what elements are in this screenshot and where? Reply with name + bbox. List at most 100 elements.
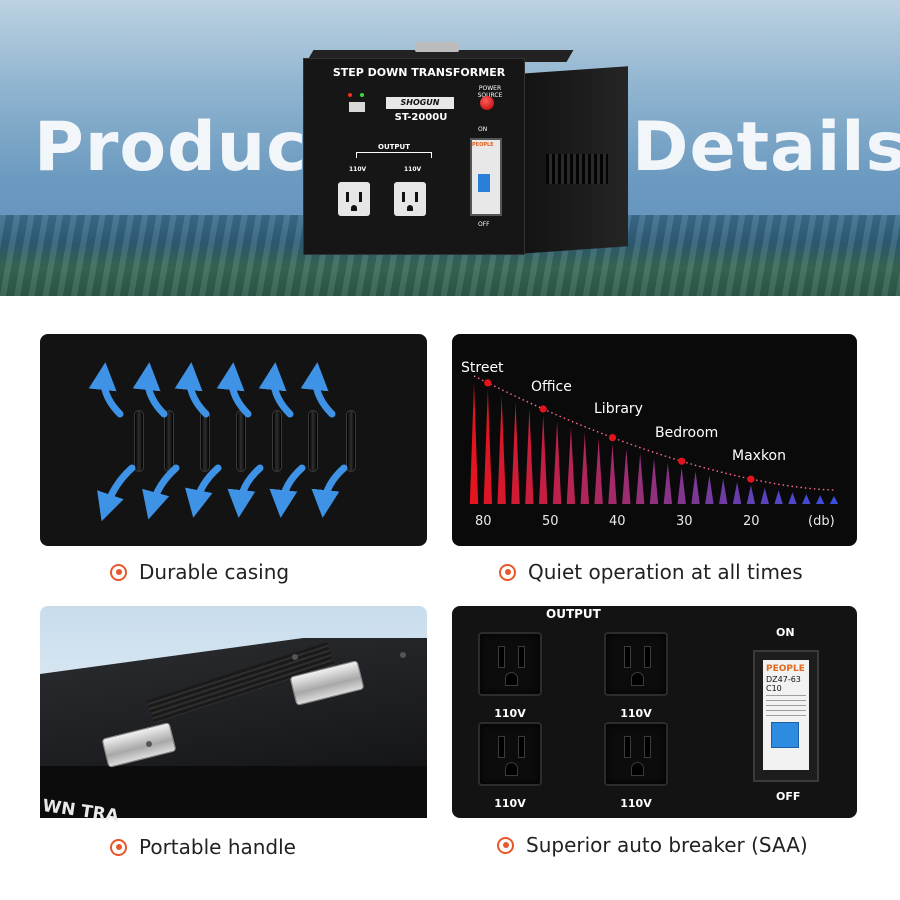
noise-bar	[483, 388, 493, 504]
annotation-marker	[747, 475, 755, 483]
noise-bar	[525, 408, 534, 504]
x-tick-label: 80	[475, 514, 492, 529]
output-label: OUTPUT	[378, 143, 410, 151]
x-tick-label: 50	[542, 514, 559, 529]
chart-annotation-bedroom: Bedroom	[655, 425, 719, 441]
status-led-icon	[360, 93, 364, 97]
chart-annotation-street: Street	[461, 360, 504, 376]
chart-annotation-library: Library	[594, 401, 643, 417]
outlet-voltage-label: 110V	[349, 166, 367, 173]
outlet-voltage-label: 110V	[494, 797, 526, 810]
noise-bar	[566, 426, 576, 504]
noise-bar	[580, 432, 589, 504]
annotation-marker	[678, 457, 686, 465]
airflow-up-arrow-icon	[216, 362, 252, 418]
airflow-down-arrow-icon	[97, 464, 136, 522]
noise-bar	[497, 395, 506, 504]
hero-banner: Product Details STEP DOWN TRANSFORMER SH…	[0, 0, 900, 296]
annotation-marker	[484, 379, 492, 387]
annotation-marker	[539, 405, 547, 413]
noise-bar	[774, 490, 783, 504]
breaker-fine-print	[766, 695, 806, 717]
bullet-icon	[110, 563, 127, 581]
noise-bar	[635, 453, 645, 504]
noise-bar	[663, 462, 673, 504]
noise-bar	[539, 414, 548, 504]
airflow-down-arrow-icon	[227, 464, 264, 518]
noise-bar	[719, 478, 728, 504]
noise-bar	[594, 438, 603, 504]
noise-trend-line	[473, 375, 835, 491]
chart-annotation-maxkon: Maxkon	[732, 448, 786, 464]
airflow-down-arrow-icon	[185, 464, 222, 518]
noise-bar	[691, 471, 700, 504]
output-title: OUTPUT	[546, 607, 601, 621]
noise-level-chart-panel	[452, 334, 857, 546]
noise-bar	[732, 482, 742, 504]
caption-text: Superior auto breaker (SAA)	[526, 833, 808, 857]
x-tick-label: 30	[676, 514, 693, 529]
screw-icon	[400, 652, 406, 658]
usb-port-icon	[349, 102, 365, 112]
noise-bar	[622, 448, 631, 504]
bullet-icon	[110, 838, 127, 856]
hero-word-right: Details	[632, 108, 900, 187]
caption-durable-casing: Durable casing	[110, 560, 289, 584]
outlet-voltage-label: 110V	[404, 166, 422, 173]
breaker-brand: PEOPLE	[766, 664, 805, 674]
output-bracket	[356, 152, 432, 158]
caption-portable-handle: Portable handle	[110, 835, 296, 859]
breaker-rating: C10	[766, 684, 782, 693]
airflow-down-arrow-icon	[142, 464, 180, 520]
noise-bar	[511, 402, 520, 504]
noise-bar	[552, 421, 562, 504]
bullet-icon	[499, 563, 516, 581]
noise-bar	[649, 458, 659, 504]
airflow-up-arrow-icon	[300, 362, 336, 418]
x-tick-label: 40	[609, 514, 626, 529]
noise-bar	[705, 475, 714, 504]
status-led-icon	[348, 93, 352, 97]
noise-bar	[815, 495, 825, 504]
outlet-icon	[478, 722, 542, 786]
transformer-vents	[546, 154, 608, 184]
noise-bar	[677, 467, 686, 504]
transformer-model: ST-2000U	[394, 112, 448, 123]
caption-quiet-operation: Quiet operation at all times	[499, 560, 803, 584]
vent-slot	[308, 410, 318, 472]
airflow-arrows	[88, 362, 348, 522]
breaker-on-label: ON	[776, 626, 795, 639]
annotation-marker	[608, 434, 617, 442]
noise-bar	[746, 485, 756, 504]
airflow-down-arrow-icon	[311, 464, 348, 518]
airflow-up-arrow-icon	[174, 362, 210, 418]
noise-bar	[829, 496, 839, 504]
power-source-label: POWER SOURCE	[477, 85, 503, 99]
outlet-voltage-label: 110V	[620, 707, 652, 720]
caption-text: Portable handle	[139, 835, 296, 859]
hero-word-left: Product	[34, 108, 341, 187]
transformer-handle	[415, 42, 459, 52]
breaker-switch-icon	[478, 174, 490, 192]
vent-slot	[346, 410, 356, 472]
outlet-icon	[394, 182, 426, 216]
caption-auto-breaker: Superior auto breaker (SAA)	[497, 833, 808, 857]
outlet-icon	[604, 632, 668, 696]
unit-label: (db)	[808, 514, 835, 529]
breaker-off-label: OFF	[776, 790, 801, 803]
outlet-voltage-label: 110V	[494, 707, 526, 720]
airflow-up-arrow-icon	[258, 362, 294, 418]
outlet-icon	[604, 722, 668, 786]
screw-icon	[146, 741, 152, 747]
breaker-switch-icon	[771, 722, 799, 748]
breaker-brand: PEOPLE	[472, 142, 494, 148]
caption-text: Durable casing	[139, 560, 290, 584]
outlet-icon	[338, 182, 370, 216]
outlet-voltage-label: 110V	[620, 797, 652, 810]
noise-bar	[802, 494, 811, 504]
chart-annotation-office: Office	[531, 379, 572, 395]
power-button-icon	[480, 96, 494, 110]
noise-bar	[788, 492, 797, 504]
breaker-off-label: OFF	[478, 221, 490, 228]
noise-bar	[608, 443, 617, 504]
